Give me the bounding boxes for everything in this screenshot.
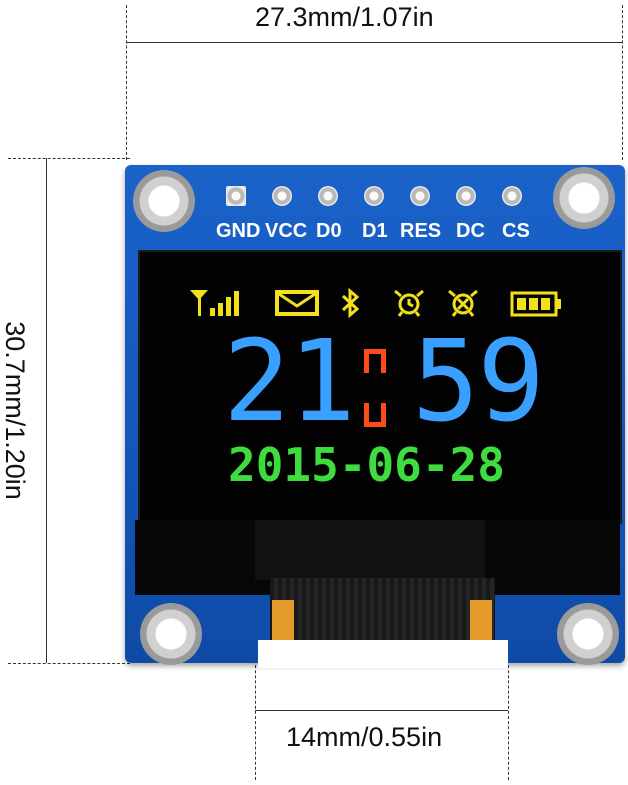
pin-label-dc: DC (456, 220, 485, 242)
mounting-hole-bottom-left (140, 603, 202, 665)
pin-label-d0: D0 (316, 220, 342, 242)
mail-icon (275, 290, 319, 316)
mounting-hole-bottom-right (557, 603, 619, 665)
height-guide-bottom (8, 663, 130, 664)
date-text: 2015-06-28 (228, 438, 505, 492)
pin-cs-pad (502, 186, 522, 206)
connector-dimension-line (255, 710, 508, 711)
pin-res-pad (410, 186, 430, 206)
pin-label-res: RES (400, 220, 442, 242)
height-dimension-line (46, 158, 47, 663)
pin-dc-pad (456, 186, 476, 206)
width-dimension-line (126, 42, 622, 43)
height-label: 30.7mm/1.20in (0, 321, 30, 500)
connector-guide-right (508, 655, 509, 780)
pin-d0-pad (318, 186, 338, 206)
time-hours: 21 (223, 317, 356, 447)
pin-label-cs: CS (502, 220, 530, 242)
flex-ribbon-cable (270, 578, 495, 648)
board-cutout (258, 640, 508, 668)
time-colon (360, 345, 390, 435)
pin-gnd-pad (226, 186, 246, 206)
ribbon-gold-right (470, 600, 492, 645)
time-minutes: 59 (412, 317, 545, 447)
pin-d1-pad (364, 186, 384, 206)
width-guide-right (622, 5, 623, 160)
mounting-hole-top-left (133, 170, 195, 232)
alarm-icon (394, 289, 424, 317)
pin-label-vcc: VCC (265, 220, 308, 242)
width-guide-left (126, 5, 127, 160)
bluetooth-icon (341, 287, 360, 319)
ribbon-gold-left (272, 600, 294, 645)
pin-label-gnd: GND (216, 220, 261, 242)
connector-label: 14mm/0.55in (286, 722, 443, 752)
alarm-icon (448, 289, 478, 317)
pin-label-d1: D1 (362, 220, 388, 242)
oled-screen (138, 250, 622, 524)
signal-icon (190, 290, 239, 316)
mounting-hole-top-right (553, 167, 615, 229)
connector-guide-left (255, 655, 256, 780)
screen-driver-area (255, 520, 485, 580)
height-guide-top (8, 158, 130, 159)
width-label: 27.3mm/1.07in (255, 2, 434, 32)
battery-icon (510, 291, 561, 317)
pin-vcc-pad (272, 186, 292, 206)
